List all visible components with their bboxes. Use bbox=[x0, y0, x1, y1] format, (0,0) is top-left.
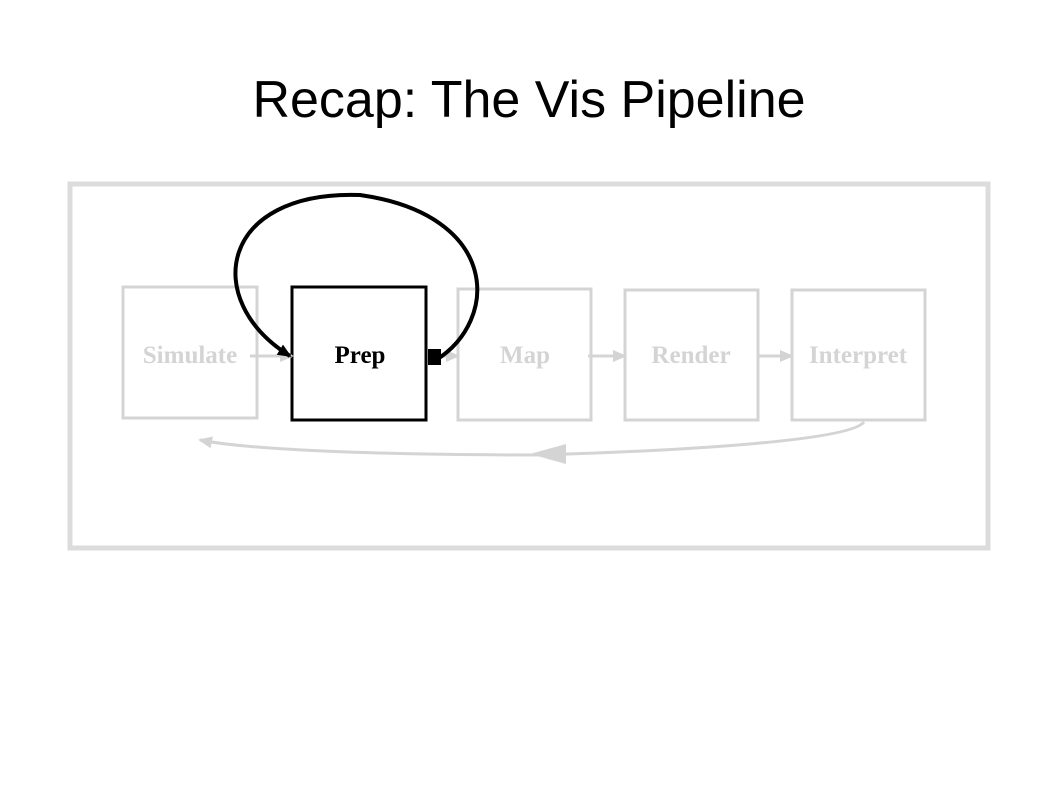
stage-label-render: Render bbox=[651, 342, 730, 369]
stage-box-prep bbox=[290, 285, 428, 422]
stage-label-interpret: Interpret bbox=[809, 342, 908, 369]
stage-box-simulate bbox=[121, 285, 259, 420]
pipeline-frame bbox=[67, 181, 991, 551]
prep-loop-start-node bbox=[428, 349, 441, 365]
stage-label-simulate: Simulate bbox=[143, 342, 237, 369]
stage-label-prep: Prep bbox=[335, 342, 386, 369]
stage-label-map: Map bbox=[500, 342, 550, 369]
prep-loop-arrow bbox=[233, 192, 480, 362]
feedback-arrow-interpret-to-simulate bbox=[198, 420, 866, 457]
feedback-arrow-midhead bbox=[530, 444, 566, 464]
slide-title: Recap: The Vis Pipeline bbox=[252, 71, 806, 129]
